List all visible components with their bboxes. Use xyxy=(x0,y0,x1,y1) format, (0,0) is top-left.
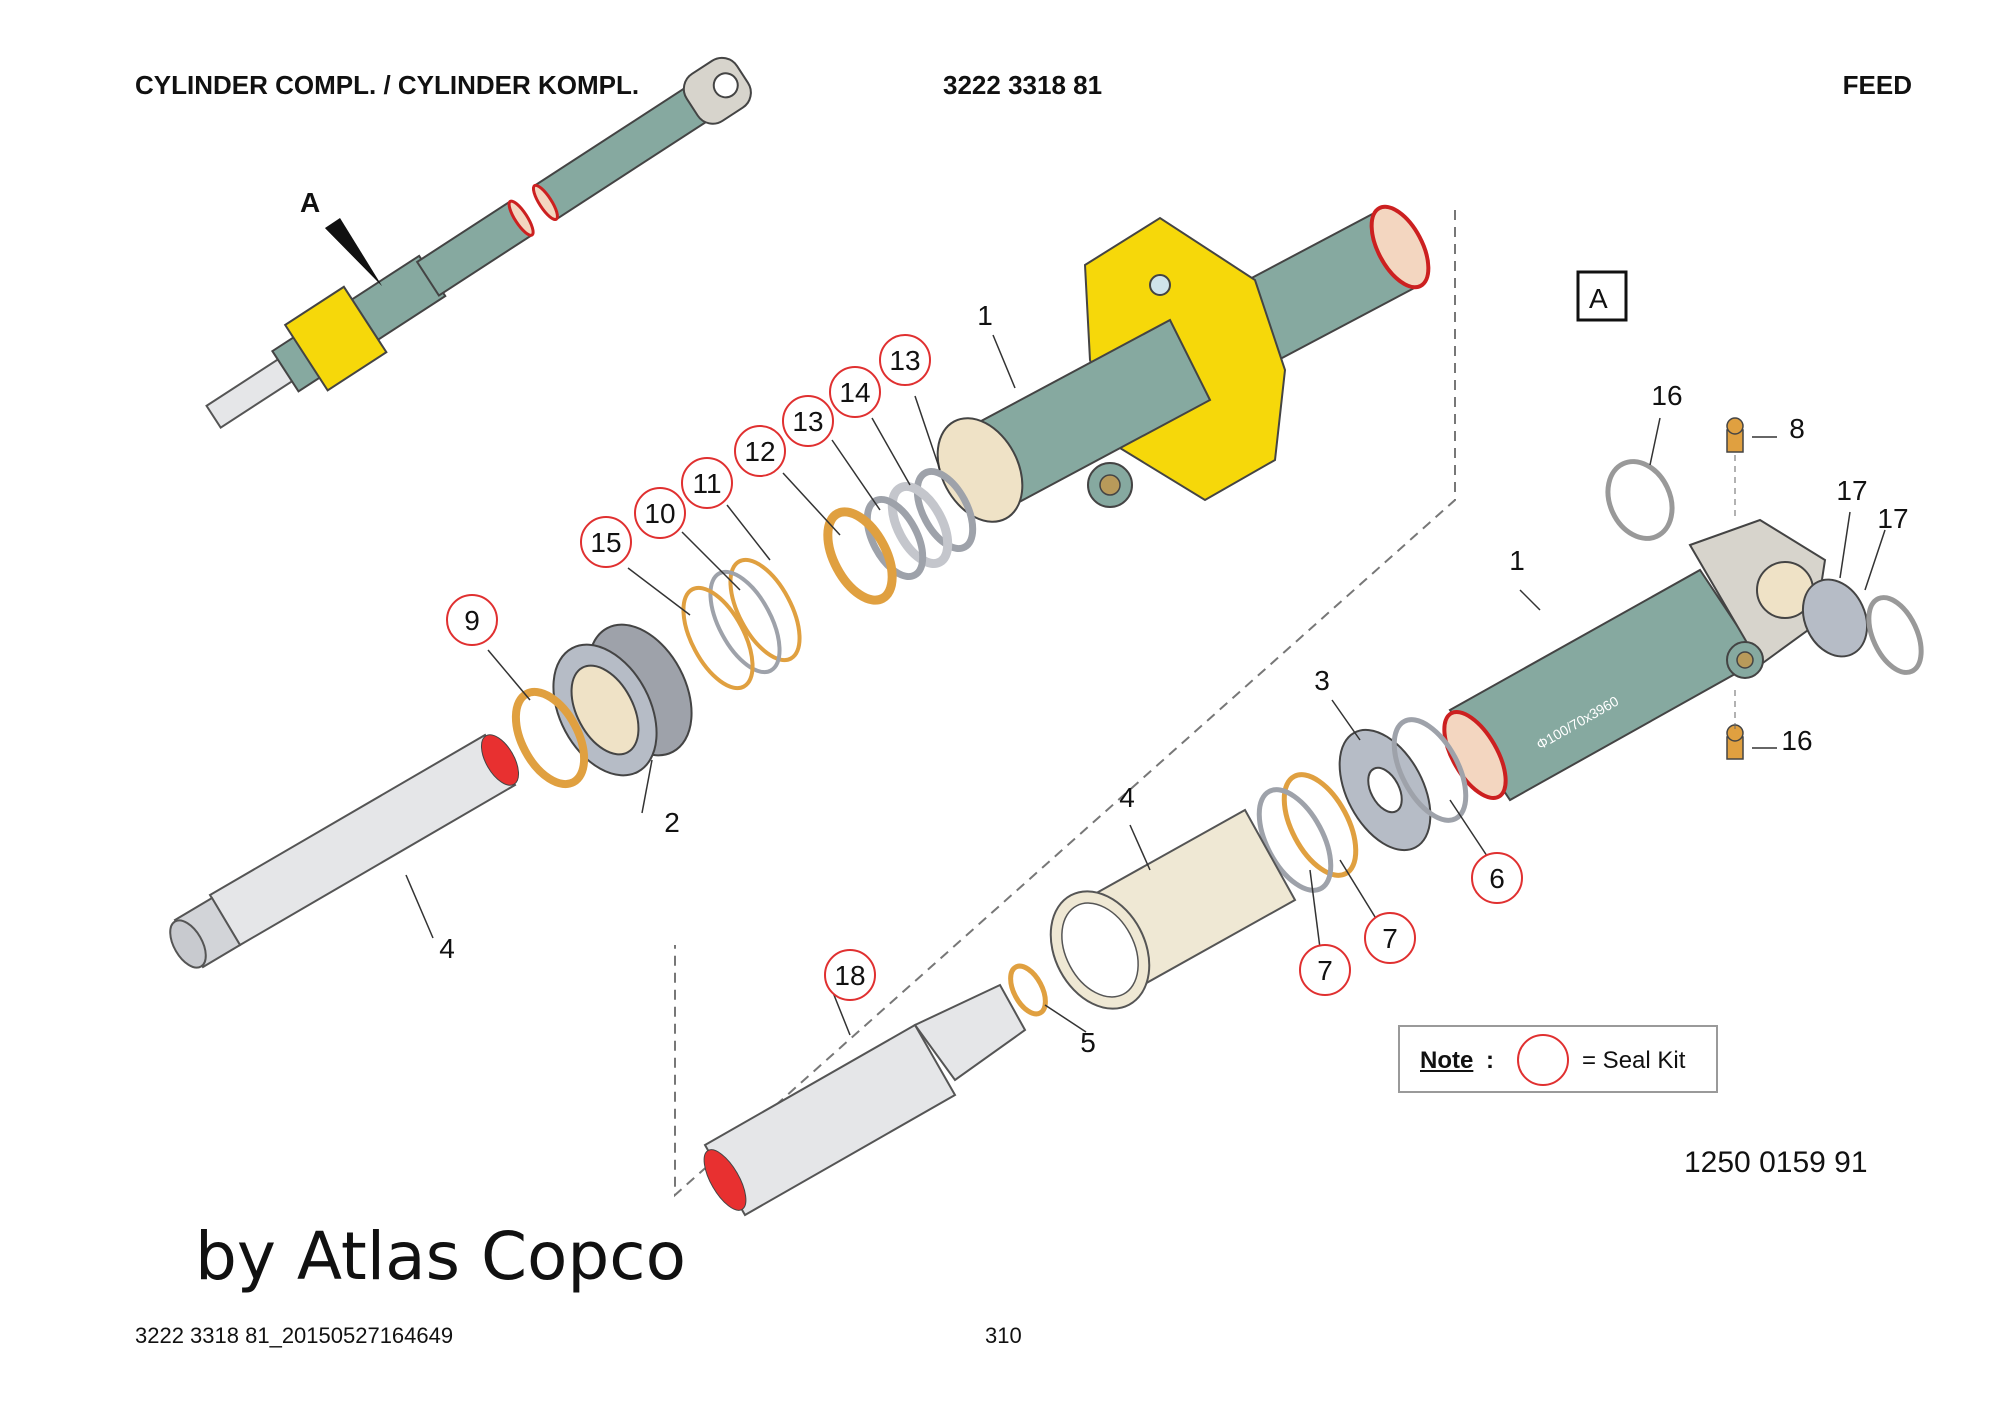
part-callout-15: 15 xyxy=(590,527,621,558)
seal-kit-marker xyxy=(1364,912,1416,964)
part-callout-17: 17 xyxy=(1836,475,1867,506)
part-callout-16: 16 xyxy=(1651,380,1682,411)
seal-kit-marker xyxy=(829,366,881,418)
grease-nipple-top xyxy=(1726,417,1744,453)
part-callout-6: 6 xyxy=(1489,863,1505,894)
part-callout-12: 12 xyxy=(744,436,775,467)
part-callout-13: 13 xyxy=(889,345,920,376)
header-section: FEED xyxy=(1842,70,1912,100)
part-callout-4: 4 xyxy=(1119,782,1135,813)
part-callout-16: 16 xyxy=(1781,725,1812,756)
seal-kit-marker xyxy=(681,457,733,509)
leader-lines xyxy=(405,334,1886,1036)
part-callout-1: 1 xyxy=(1509,545,1525,576)
piston-seal-c xyxy=(1256,787,1334,893)
footer-file-ref: 3222 3318 81_20150527164649 xyxy=(135,1323,454,1348)
part-callout-17: 17 xyxy=(1877,503,1908,534)
piston-seal-b xyxy=(1281,772,1359,878)
cylinder-body-lower: Φ100/70x3960 xyxy=(1442,518,1827,802)
note-label: Note xyxy=(1420,1047,1474,1074)
circlip-right xyxy=(1866,595,1924,675)
upper-seal-stack xyxy=(681,468,977,691)
seal-kit-symbol xyxy=(1517,1034,1569,1086)
part-callout-4: 4 xyxy=(439,933,455,964)
detail-box xyxy=(1576,270,1628,322)
note-text: = Seal Kit xyxy=(1582,1047,1686,1074)
header-part-number: 3222 3318 81 xyxy=(943,70,1103,100)
seal-kit-marker xyxy=(446,594,498,646)
part-callout-18: 18 xyxy=(834,960,865,991)
small-seal-ring xyxy=(1008,963,1048,1017)
part-callout-2: 2 xyxy=(664,807,680,838)
seal-kit-marker xyxy=(1299,944,1351,996)
seal-kit-marker xyxy=(580,516,632,568)
cylinder-body-upper xyxy=(936,204,1431,523)
explosion-dashed-outline xyxy=(674,210,1456,1198)
part-callout-9: 9 xyxy=(464,605,480,636)
drawing-number: 1250 0159 91 xyxy=(1684,1146,1868,1179)
detail-box-label: A xyxy=(1589,283,1608,314)
part-callout-5: 5 xyxy=(1080,1027,1096,1058)
part-callout-3: 3 xyxy=(1314,665,1330,696)
seal-kit-marker xyxy=(634,487,686,539)
part-callout-13: 13 xyxy=(792,406,823,437)
header-title: CYLINDER COMPL. / CYLINDER KOMPL. xyxy=(135,70,640,100)
circlip-left xyxy=(1605,459,1675,541)
footer-page-number: 310 xyxy=(985,1323,1022,1348)
part-callout-7: 7 xyxy=(1317,955,1333,986)
wiper-ring xyxy=(511,687,589,789)
piston-rod-upper xyxy=(169,733,520,969)
part-callout-8: 8 xyxy=(1789,413,1805,444)
legend-note: Note : = Seal Kit xyxy=(1398,1025,1718,1093)
seal-kit-marker xyxy=(824,949,876,1001)
detail-marker-label: A xyxy=(300,187,320,218)
seal-kit-marker xyxy=(782,395,834,447)
part-callout-10: 10 xyxy=(644,498,675,529)
piston-rod-lower xyxy=(703,983,1027,1217)
seal-kit-marker xyxy=(879,334,931,386)
piston-seal-a xyxy=(1391,717,1469,823)
grease-nipple-bottom xyxy=(1726,724,1744,760)
gland-nut xyxy=(552,623,693,777)
note-colon: : xyxy=(1486,1047,1494,1074)
seal-kit-marker xyxy=(734,425,786,477)
part-callout-7: 7 xyxy=(1382,923,1398,954)
seal-kit-marker xyxy=(1471,852,1523,904)
spherical-bearing xyxy=(1801,578,1869,658)
part-callout-1: 1 xyxy=(977,300,993,331)
spacer-tube xyxy=(1049,808,1297,1010)
watermark: by Atlas Copco xyxy=(195,1218,686,1295)
part-callout-14: 14 xyxy=(839,377,870,408)
part-callout-11: 11 xyxy=(692,468,721,499)
overview-cylinder xyxy=(205,56,752,430)
